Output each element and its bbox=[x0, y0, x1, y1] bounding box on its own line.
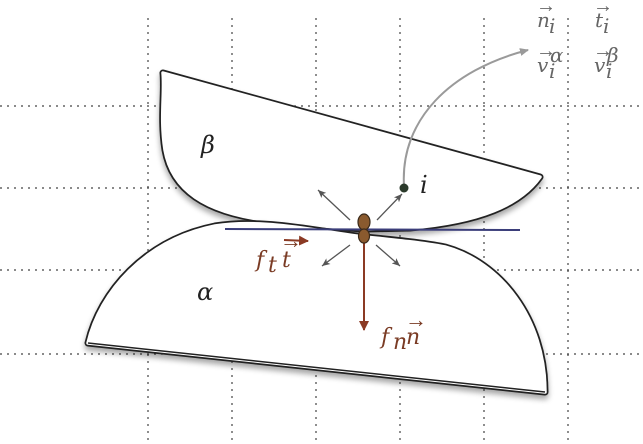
svg-text:t: t bbox=[268, 253, 277, 278]
svg-text:→: → bbox=[536, 40, 556, 62]
normal-arrow-up-right bbox=[376, 193, 403, 221]
svg-text:i: i bbox=[603, 14, 609, 38]
normal-arrows bbox=[317, 189, 403, 267]
node-i-dot bbox=[399, 183, 409, 193]
svg-text:n: n bbox=[406, 325, 420, 350]
svg-text:→: → bbox=[536, 0, 556, 17]
v-i-beta-label: v i β → bbox=[593, 40, 619, 83]
svg-text:t: t bbox=[595, 8, 604, 32]
v-i-alpha-label: v i α → bbox=[536, 40, 564, 83]
contact-point-lower bbox=[357, 228, 371, 244]
svg-text:n: n bbox=[537, 8, 550, 32]
svg-text:→: → bbox=[593, 0, 613, 17]
normal-force-label: f n n → bbox=[379, 307, 427, 355]
t-i-label: t i → bbox=[593, 0, 613, 38]
normal-arrow-up-left bbox=[317, 189, 351, 221]
normal-arrow-down-right bbox=[375, 244, 401, 267]
svg-text:n: n bbox=[393, 330, 407, 355]
svg-text:i: i bbox=[549, 14, 555, 38]
svg-text:i: i bbox=[549, 59, 555, 83]
svg-text:i: i bbox=[606, 59, 612, 83]
svg-text:→: → bbox=[593, 40, 613, 62]
contact-point-upper bbox=[357, 213, 371, 231]
svg-text:→: → bbox=[280, 228, 302, 253]
normal-arrow-down-left bbox=[321, 244, 351, 267]
n-i-label: n i → bbox=[536, 0, 556, 38]
body-alpha bbox=[84, 220, 549, 396]
svg-text:v: v bbox=[594, 53, 606, 77]
alpha-label: α bbox=[197, 278, 213, 306]
beta-label: β bbox=[200, 131, 215, 159]
svg-text:t: t bbox=[282, 248, 291, 273]
tangential-force-arrow bbox=[283, 235, 309, 246]
node-i-label: i bbox=[420, 171, 428, 199]
contact-tangent-line bbox=[224, 228, 521, 231]
vector-legend: n i → t i → v i α → v i β → bbox=[536, 0, 619, 83]
body-beta bbox=[159, 69, 544, 233]
svg-text:β: β bbox=[606, 43, 619, 67]
svg-text:v: v bbox=[537, 53, 549, 77]
svg-text:→: → bbox=[405, 307, 427, 332]
pointer-arrow bbox=[402, 48, 529, 187]
svg-text:α: α bbox=[550, 43, 564, 67]
